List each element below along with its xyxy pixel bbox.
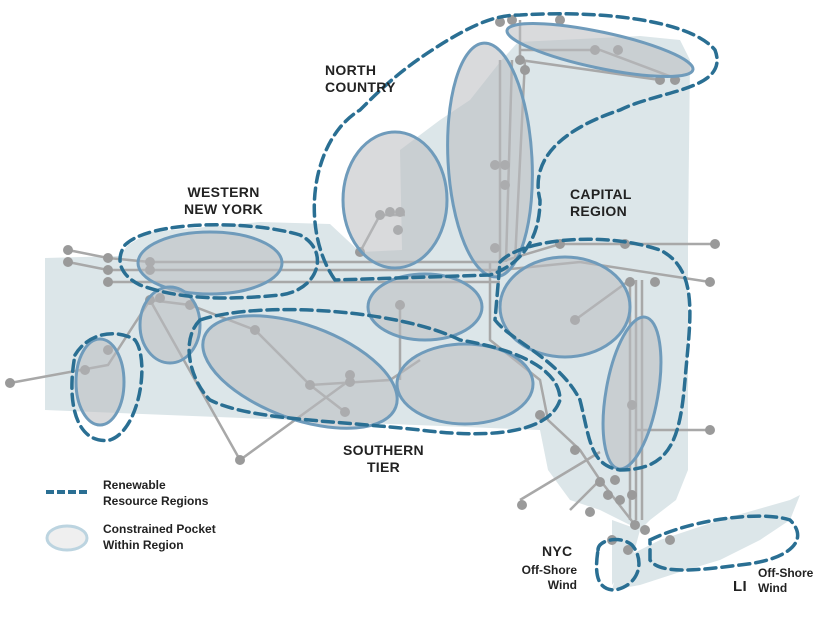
pocket-southern-tier-east [395,342,535,426]
region-far-west [70,332,144,443]
legend-symbols [45,490,89,552]
pocket-far-west [74,337,126,427]
pocket-north-central [446,41,534,279]
region-capital [493,237,692,472]
pocket-capital [498,255,632,359]
pocket-southern-tier-west [201,314,399,430]
region-southern-tier [187,307,562,436]
region-nyc-offshore [594,537,641,592]
legend-pocket-icon [45,524,89,552]
region-western-ny [118,223,320,300]
region-north-country [312,12,719,282]
pocket-buffalo [138,285,202,365]
pocket-central [366,272,484,342]
label-li: LI [733,578,747,595]
pocket-north-east [505,22,695,78]
label-nyc: NYC [542,543,573,559]
renewable-regions [70,12,800,592]
pocket-western-ny [136,230,284,296]
pocket-north-west [341,130,449,270]
region-long-island [648,514,800,572]
constrained-pockets [74,22,695,471]
